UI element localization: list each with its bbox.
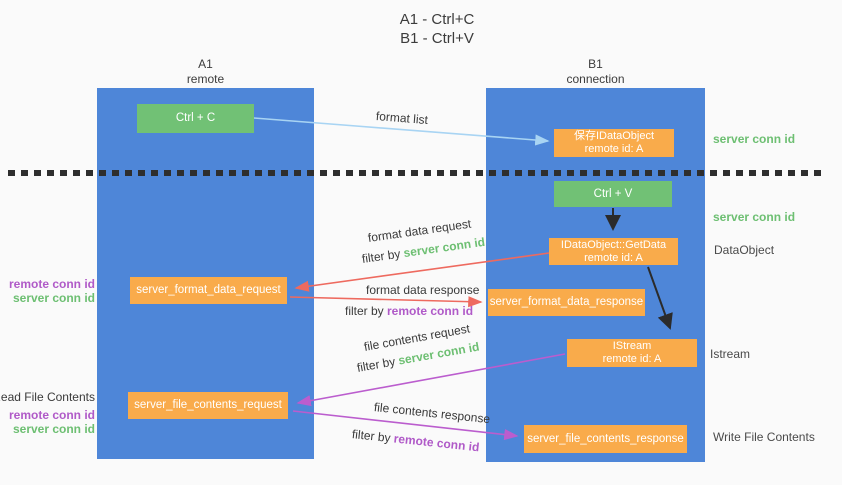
remote-conn-id-text: remote conn id	[393, 431, 481, 455]
format-data-response-filter-label: filter by remote conn id	[345, 304, 473, 318]
lifeline-b1-role: connection	[566, 72, 625, 86]
file-contents-response-label: file contents response	[373, 400, 491, 427]
right-istream-label: Istream	[710, 347, 751, 361]
left-remote-conn-id-1: remote conn id	[8, 277, 95, 291]
node-server-file-contents-response-label: server_file_contents_response	[527, 432, 684, 445]
format-data-response-arrow	[289, 296, 483, 308]
lifeline-a1-id: A1	[198, 57, 213, 71]
node-server-format-data-response: server_format_data_response	[488, 289, 645, 316]
node-server-format-data-response-label: server_format_data_response	[489, 296, 644, 308]
node-server-file-contents-request: server_file_contents_request	[128, 392, 288, 419]
node-save-idataobject-line1: 保存IDataObject	[573, 130, 655, 142]
file-contents-response-filter-label: filter by remote conn id	[351, 427, 480, 454]
node-server-format-data-request: server_format_data_request	[130, 277, 287, 304]
node-ctrl-v-label: Ctrl + V	[593, 187, 633, 200]
server-conn-id-text: server conn id	[402, 234, 486, 261]
node-ctrl-c-label: Ctrl + C	[175, 112, 216, 124]
right-server-conn-id-mid: server conn id	[713, 210, 796, 224]
format-data-response-label: format data response	[366, 283, 480, 297]
node-idataobject-getdata-line1: IDataObject::GetData	[560, 238, 667, 251]
node-server-file-contents-response: server_file_contents_response	[524, 425, 687, 453]
node-ctrl-v: Ctrl + V	[554, 181, 672, 207]
filter-prefix: filter by	[361, 246, 405, 266]
node-idataobject-getdata-line2: remote id: A	[584, 251, 643, 264]
node-ctrl-c: Ctrl + C	[137, 104, 254, 133]
left-server-conn-id-2: server conn id	[12, 422, 95, 436]
filter-prefix: filter by	[355, 353, 400, 375]
session-divider-dotted-line	[8, 170, 826, 176]
left-remote-conn-id-2: remote conn id	[8, 408, 95, 422]
node-istream-line2: remote id: A	[602, 353, 662, 365]
node-idataobject-getdata: IDataObject::GetData remote id: A	[549, 238, 678, 265]
node-save-idataobject: 保存IDataObject remote id: A	[554, 129, 674, 157]
lifeline-a1-role: remote	[186, 72, 225, 86]
lifeline-b1-id: B1	[588, 57, 603, 71]
filter-prefix: filter by	[351, 427, 395, 446]
right-server-conn-id-top: server conn id	[713, 132, 796, 146]
node-server-file-contents-request-label: server_file_contents_request	[134, 399, 282, 411]
diagram-title-line1: A1 - Ctrl+C	[399, 11, 475, 28]
lifeline-b1-header: B1 connection	[486, 57, 705, 87]
lifeline-a1-header: A1 remote	[97, 57, 314, 87]
left-read-file-contents-label: Read File Contents	[0, 390, 95, 404]
right-dataobject-label: DataObject	[714, 243, 775, 257]
node-istream: IStream remote id: A	[567, 339, 697, 367]
node-istream-line1: IStream	[612, 340, 652, 352]
right-write-file-contents-label: Write File Contents	[713, 430, 815, 444]
remote-conn-id-text: remote conn id	[387, 304, 474, 318]
format-list-arrow-label: format list	[375, 109, 429, 128]
node-server-format-data-request-label: server_format_data_request	[136, 284, 281, 296]
left-server-conn-id-1: server conn id	[12, 291, 95, 305]
filter-prefix: filter by	[345, 304, 388, 318]
node-save-idataobject-line2: remote id: A	[584, 143, 644, 155]
diagram-title-line2: B1 - Ctrl+V	[400, 30, 474, 47]
